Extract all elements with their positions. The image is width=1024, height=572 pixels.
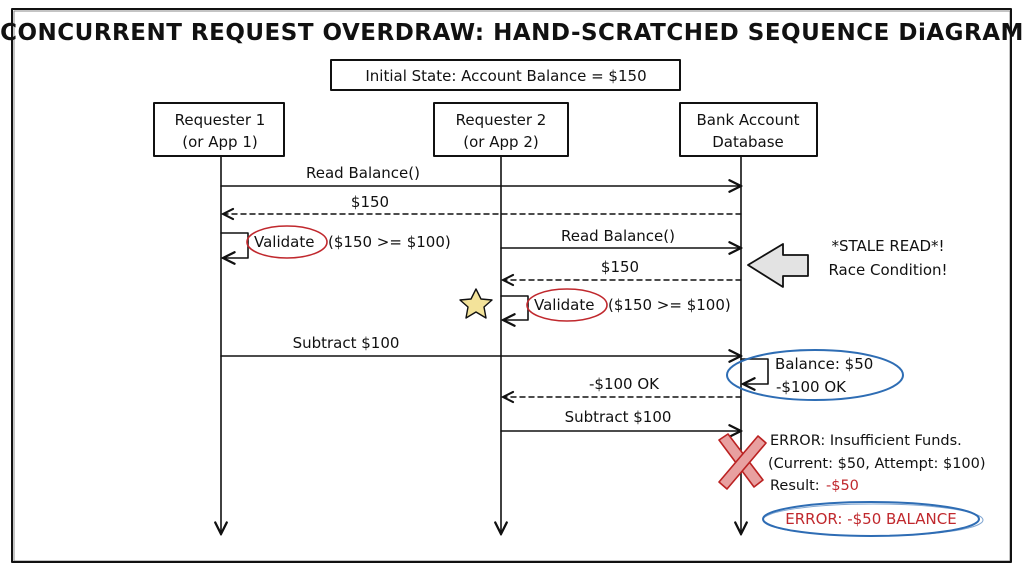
balance-circle — [726, 349, 904, 401]
svg-text:Read Balance(): Read Balance() — [561, 227, 675, 245]
outer-frame — [11, 8, 1012, 563]
svg-text:Read Balance(): Read Balance() — [306, 164, 420, 182]
svg-text:*STALE READ*!: *STALE READ*! — [831, 237, 944, 255]
validate-1: Validate ($150 >= $100) — [220, 225, 451, 259]
x-mark-icon — [718, 433, 767, 490]
message-subtract-2: Subtract $100 — [500, 408, 741, 431]
message-return-150-2: $150 — [503, 258, 742, 280]
svg-text:Result:: Result: — [770, 478, 820, 494]
svg-text:Validate: Validate — [534, 296, 594, 314]
error-annotation: ERROR: Insufficient Funds. (Current: $50… — [768, 433, 986, 494]
svg-text:ERROR: Insufficient Funds.: ERROR: Insufficient Funds. — [770, 433, 962, 449]
svg-text:(Current: $50, Attempt: $100): (Current: $50, Attempt: $100) — [768, 456, 986, 472]
svg-text:(or App 2): (or App 2) — [463, 133, 538, 151]
svg-text:$150: $150 — [351, 193, 389, 211]
svg-text:($150 >= $100): ($150 >= $100) — [608, 296, 731, 314]
stale-read-annotation: *STALE READ*! Race Condition! — [747, 237, 948, 288]
svg-text:($150 >= $100): ($150 >= $100) — [328, 233, 451, 251]
svg-text:Bank Account: Bank Account — [696, 111, 799, 129]
svg-text:(or App 1): (or App 1) — [182, 133, 257, 151]
validate-1-circle — [246, 225, 328, 259]
message-return-ok: -$100 OK — [503, 375, 742, 397]
message-return-150-1: $150 — [223, 193, 742, 214]
svg-text:Subtract $100: Subtract $100 — [293, 334, 400, 352]
initial-state-label: Initial State: Account Balance = $150 — [365, 67, 646, 85]
participant-bank-database: Bank Account Database — [679, 102, 818, 157]
final-error-badge: ERROR: -$50 BALANCE — [762, 501, 984, 537]
svg-text:Database: Database — [712, 133, 784, 151]
diagram-title: CONCURRENT REQUEST OVERDRAW: HAND-SCRATC… — [0, 20, 1024, 46]
svg-text:Race Condition!: Race Condition! — [828, 261, 947, 279]
svg-text:-$100 OK: -$100 OK — [589, 375, 660, 393]
svg-text:Subtract $100: Subtract $100 — [565, 408, 672, 426]
svg-text:Requester 2: Requester 2 — [456, 111, 547, 129]
message-read-balance-1: Read Balance() — [220, 164, 741, 186]
participant-requester-1: Requester 1 (or App 1) — [153, 102, 285, 157]
svg-text:Balance: $50: Balance: $50 — [775, 355, 873, 373]
participant-requester-2: Requester 2 (or App 2) — [433, 102, 569, 157]
svg-text:Requester 1: Requester 1 — [175, 111, 266, 129]
balance-update: Balance: $50 -$100 OK — [726, 349, 904, 401]
svg-text:$150: $150 — [601, 258, 639, 276]
message-subtract-1: Subtract $100 — [220, 334, 741, 356]
svg-text:-$50: -$50 — [826, 478, 859, 494]
initial-state-box — [330, 59, 681, 91]
svg-text:ERROR: -$50 BALANCE: ERROR: -$50 BALANCE — [785, 510, 956, 528]
svg-text:-$100 OK: -$100 OK — [776, 378, 847, 396]
validate-2: Validate ($150 >= $100) — [500, 288, 731, 322]
validate-2-circle — [526, 288, 608, 322]
svg-text:Validate: Validate — [254, 233, 314, 251]
star-icon — [459, 288, 493, 319]
message-read-balance-2: Read Balance() — [500, 227, 741, 248]
left-arrow-icon — [747, 243, 809, 288]
